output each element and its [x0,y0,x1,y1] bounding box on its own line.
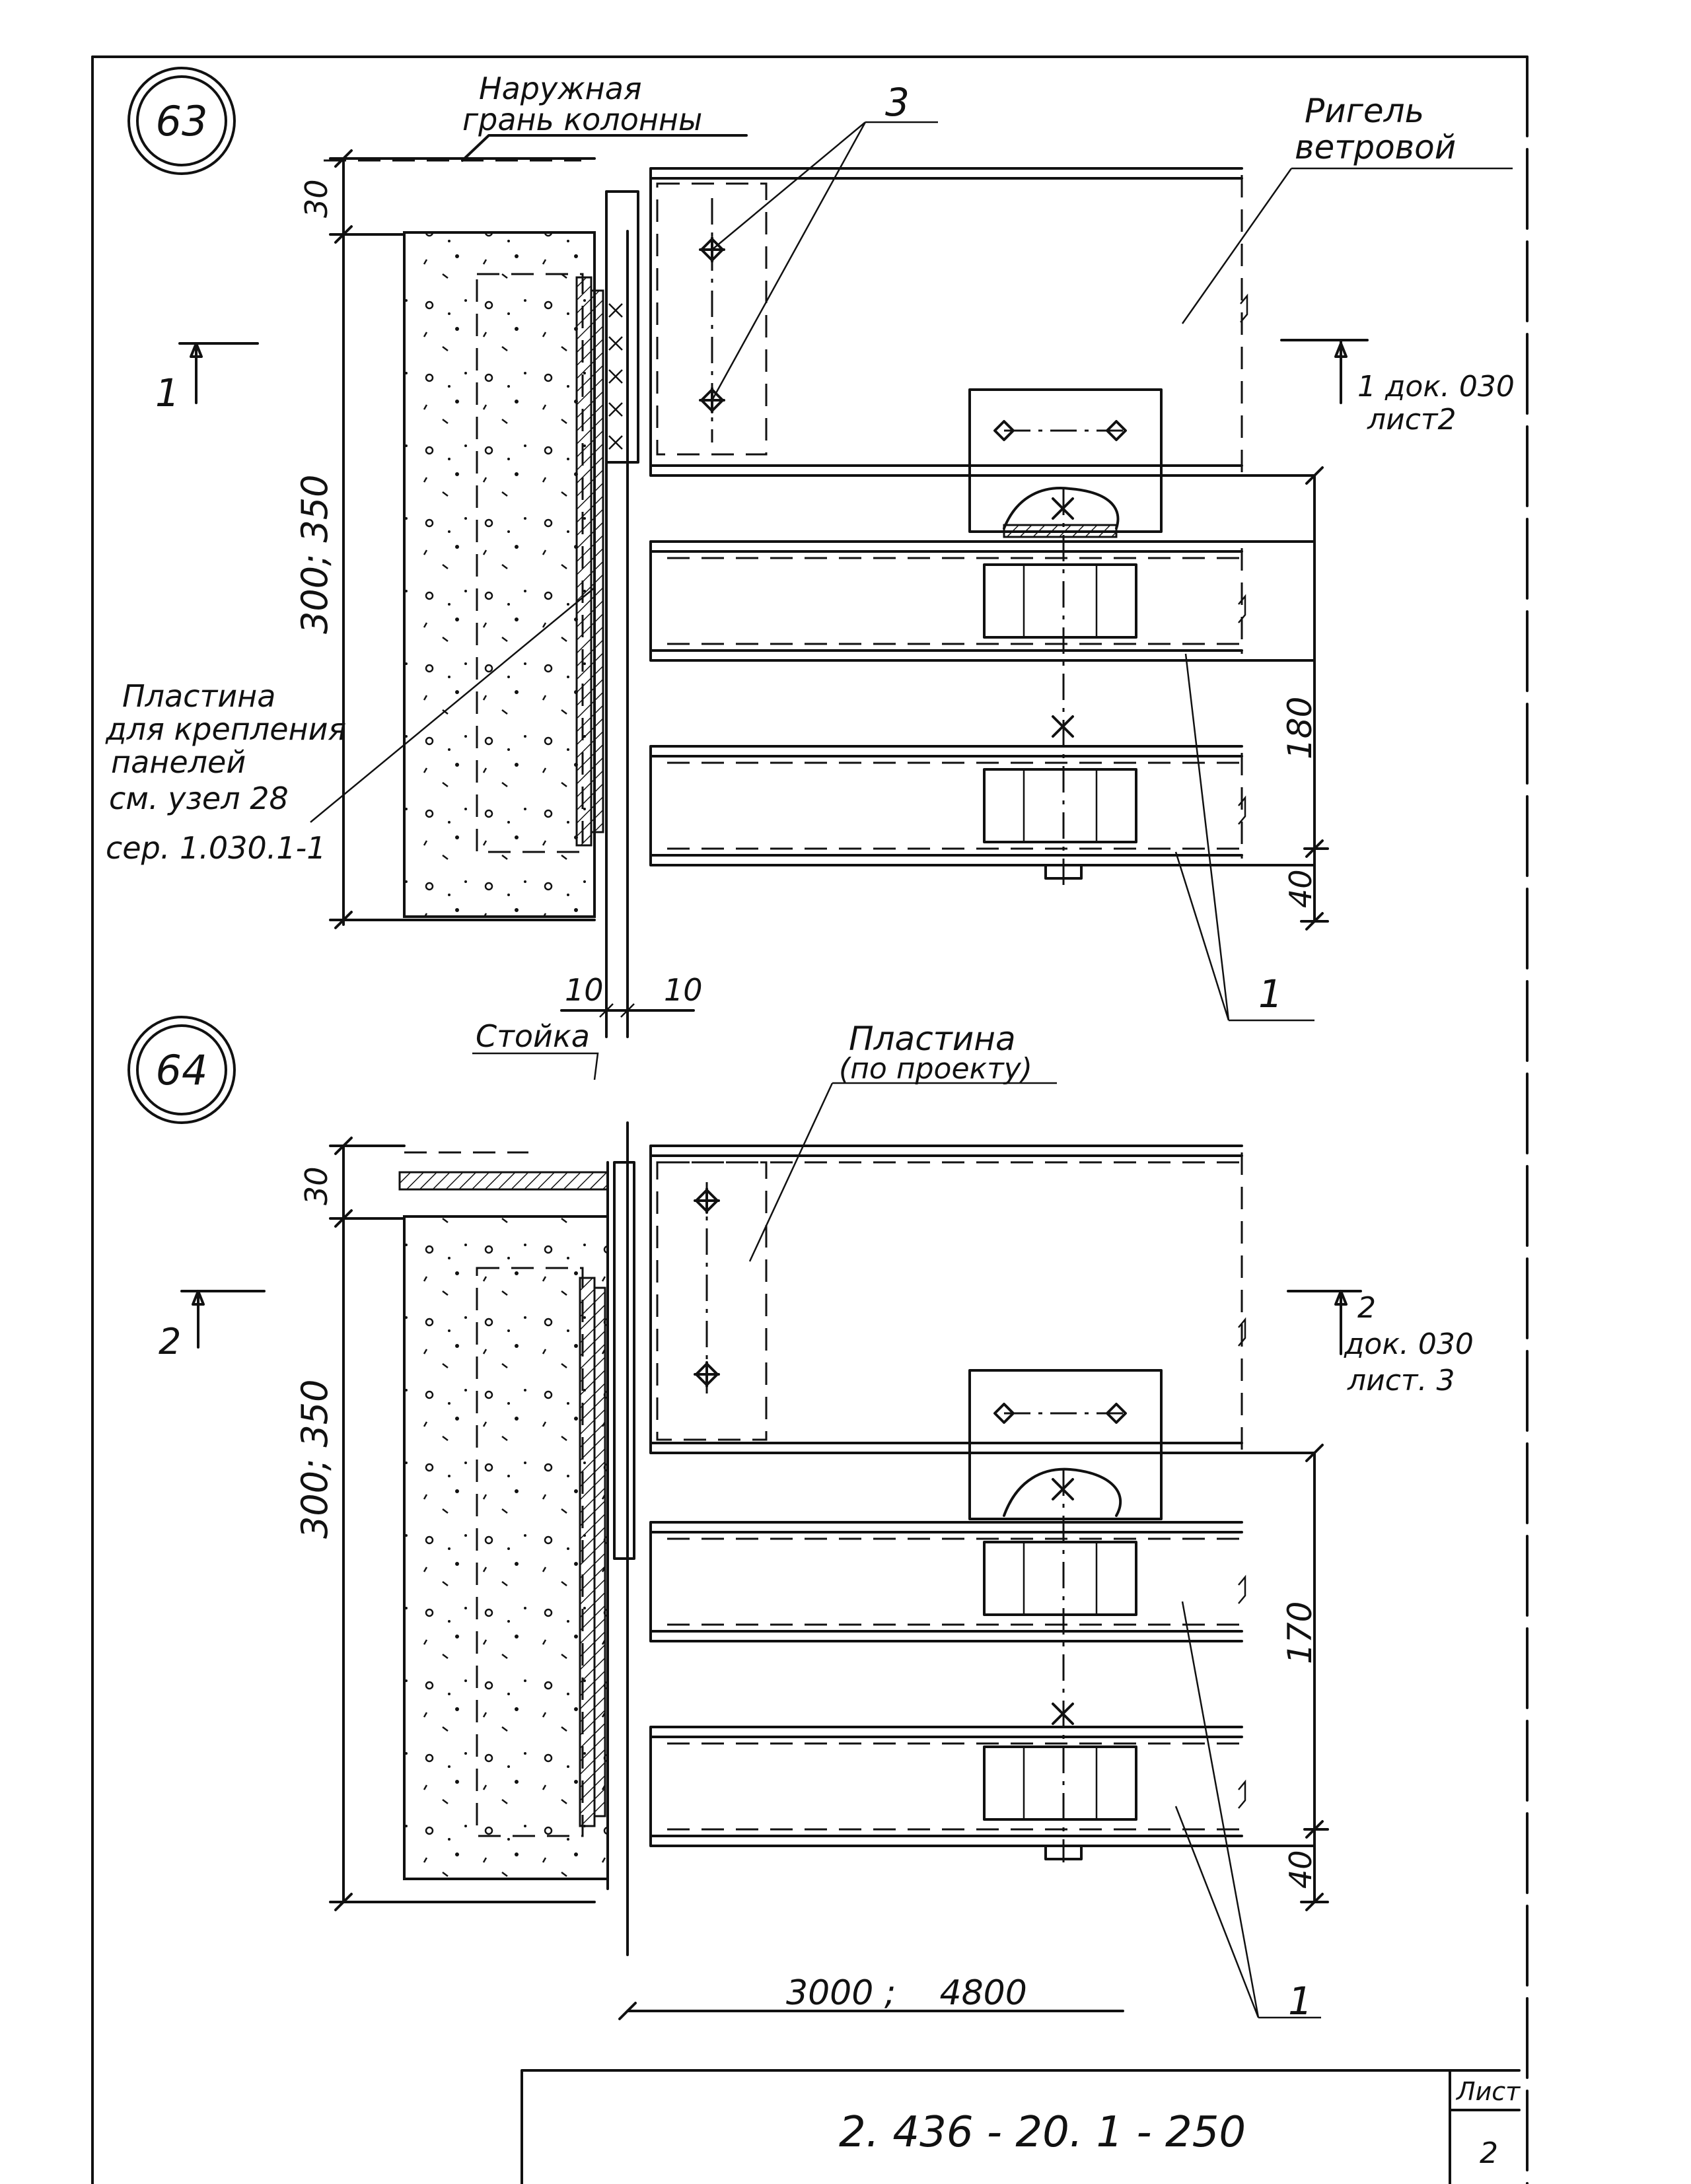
dim-beam-64: 170 [1281,1602,1319,1664]
node-64 [127,1016,1362,2020]
dim-gap-left: 10 [565,972,604,1008]
ref-beams-64: 1 [1288,1979,1313,2024]
beam [649,1521,1246,1642]
bolt [694,1361,720,1388]
section-ref-line1: 1 док. 030 [1357,370,1515,404]
dim-bottom-63: 40 [1283,869,1318,908]
dim-top-64: 30 [299,1166,334,1205]
node-63-number: 63 [156,97,208,145]
beam [649,540,1316,662]
plate-label-line3: панелей [111,744,246,780]
section-ref-64-line2: док. 030 [1344,1327,1474,1361]
dim-height-64: 300; 350 [294,1380,336,1539]
column-face-label-line1: Наружная [479,71,642,106]
node-63 [127,67,1513,1038]
dim-bottom-64: 40 [1283,1850,1318,1889]
section-ref-64-line3: лист. 3 [1347,1364,1455,1397]
plate-label-line1: Пластина [122,678,275,714]
plate-label-64-line2: (по проекту) [839,1052,1032,1086]
dim-beam-63: 180 [1281,697,1319,759]
section-mark-1: 1 [155,370,180,415]
doc-number: 2. 436 - 20. 1 - 250 [839,2108,1246,2157]
plate-label-line2: для крепления [105,711,346,747]
dim-gap-right: 10 [664,972,703,1008]
ref-beams-63: 1 [1258,971,1283,1016]
plate-label-64-line1: Пластина [849,1020,1016,1058]
post-label: Стойка [476,1018,590,1054]
section-mark-2: 2 [159,1321,181,1362]
dim-height-63: 300; 350 [294,475,336,635]
node-64-number: 64 [156,1046,208,1094]
sheet-number: 2 [1480,2136,1498,2170]
section-ref-line2: лист2 [1367,403,1457,437]
wind-riegel [649,167,1316,477]
riegel-label-line1: Ригель [1305,92,1424,130]
dim-top-63: 30 [299,179,334,218]
title-block [521,2069,1521,2184]
sheet-label: Лист [1455,2077,1521,2106]
bolt [694,1187,720,1214]
dim-span: 3000 ; 4800 [786,1973,1027,2013]
concrete-panel [403,1215,609,1880]
plate-label-line4: см. узел 28 [109,781,289,816]
column-face-label-line2: грань колонны [462,102,702,137]
concrete-panel [403,231,596,918]
plate-label-line5: сер. 1.030.1-1 [106,830,326,866]
sheet-frame [91,55,1529,2184]
ref-bolts: 3 [885,80,910,125]
section-ref-64-line1: 2 [1357,1291,1376,1325]
beam [649,745,1316,880]
beam [649,1726,1316,1860]
riegel-label-line2: ветровой [1295,128,1456,166]
